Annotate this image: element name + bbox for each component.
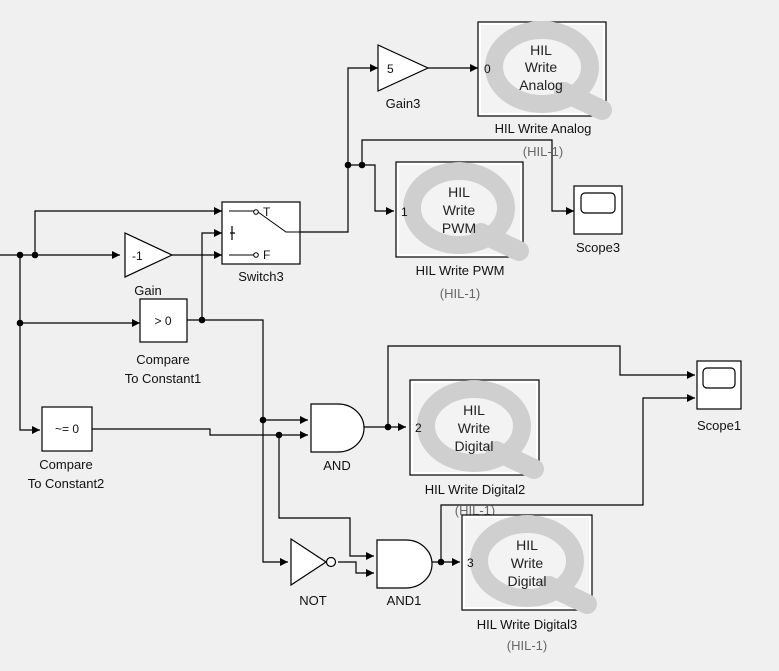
switch-symbol-icon (229, 209, 300, 258)
hil-analog-label: HIL Write Analog (495, 121, 592, 136)
switch3-f-label: F (263, 248, 270, 262)
hil-digital2-label: HIL Write Digital2 (425, 482, 525, 497)
and-gate-block[interactable] (310, 403, 365, 453)
hil-pwm-sub: (HIL-1) (440, 286, 480, 301)
inverter-bubble-icon (325, 556, 337, 568)
hil-analog-port: 0 (484, 62, 491, 76)
not-gate-block[interactable] (290, 537, 337, 587)
and1-label: AND1 (387, 593, 422, 608)
hil-analog-line2: Write (525, 59, 558, 75)
compare1-label-line2: To Constant1 (125, 371, 202, 386)
hil-write-digital3-block[interactable]: HIL Write Digital 3 (461, 514, 597, 614)
hil-analog-sub: (HIL-1) (523, 144, 563, 159)
hil-digital2-line2: Write (458, 420, 491, 436)
hil-digital3-line2: Write (511, 555, 544, 571)
compare2-label-line1: Compare (39, 457, 92, 472)
hil-pwm-port: 1 (401, 205, 408, 219)
hil-digital2-line3: Digital (455, 438, 494, 454)
scope1-label: Scope1 (697, 418, 741, 433)
q-watermark-icon (417, 380, 544, 479)
switch3-label: Switch3 (238, 269, 284, 284)
hil-analog-line1: HIL (530, 42, 552, 58)
q-watermark-icon (485, 21, 612, 120)
scope3-label: Scope3 (576, 240, 620, 255)
hil-write-pwm-block[interactable]: HIL Write PWM 1 (395, 161, 529, 261)
hil-digital3-line1: HIL (516, 537, 538, 553)
compare-to-constant2-block[interactable]: ~= 0 (41, 406, 93, 452)
signal-lines (0, 64, 695, 577)
gain-value: -1 (132, 249, 143, 263)
not-label: NOT (299, 593, 327, 608)
and1-gate-block[interactable] (376, 539, 433, 589)
scope-screen-icon (702, 367, 736, 389)
gain3-block[interactable]: 5 (377, 44, 430, 92)
gain-block[interactable]: -1 (124, 232, 174, 278)
compare2-value: ~= 0 (55, 422, 79, 436)
hil-digital3-line3: Digital (508, 573, 547, 589)
hil-pwm-line2: Write (443, 202, 476, 218)
hil-digital3-port: 3 (467, 556, 474, 570)
switch3-block[interactable]: T F (221, 201, 301, 265)
hil-analog-line3: Analog (519, 77, 563, 93)
compare1-label-line1: Compare (136, 352, 189, 367)
hil-write-digital2-block[interactable]: HIL Write Digital 2 (409, 379, 544, 479)
scope-screen-icon (580, 192, 616, 214)
compare2-label-line2: To Constant2 (28, 476, 105, 491)
hil-pwm-line1: HIL (448, 184, 470, 200)
hil-digital3-label: HIL Write Digital3 (477, 617, 577, 632)
hil-digital3-sub: (HIL-1) (507, 638, 547, 653)
q-watermark-icon (403, 162, 529, 261)
compare-to-constant1-block[interactable]: > 0 (139, 298, 188, 343)
hil-digital2-port: 2 (415, 421, 422, 435)
q-watermark-icon (470, 515, 597, 614)
compare1-value: > 0 (154, 314, 171, 328)
scope1-block[interactable] (696, 360, 742, 410)
hil-pwm-line3: PWM (442, 220, 476, 236)
gain3-value: 5 (387, 62, 394, 76)
hil-write-analog-block[interactable]: HIL Write Analog 0 (477, 21, 612, 120)
hil-digital2-line1: HIL (463, 402, 485, 418)
hil-digital2-sub: (HIL-1) (455, 503, 495, 518)
junction-dots (16, 161, 445, 566)
hil-pwm-label: HIL Write PWM (416, 263, 505, 278)
and-label: AND (323, 458, 350, 473)
scope3-block[interactable] (573, 185, 623, 235)
gain-label: Gain (134, 283, 161, 298)
gain3-label: Gain3 (386, 96, 421, 111)
switch3-t-label: T (263, 205, 271, 219)
